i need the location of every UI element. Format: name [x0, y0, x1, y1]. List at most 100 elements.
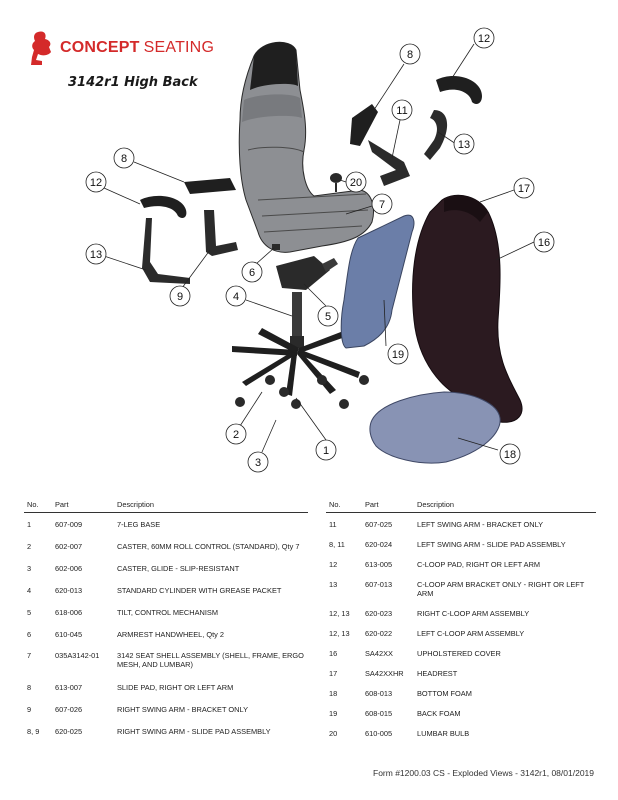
cell-part: 613-007	[55, 683, 83, 693]
cell-description: BOTTOM FOAM	[417, 689, 472, 698]
callout-16: 16	[533, 231, 555, 253]
cell-no: 8, 11	[329, 540, 345, 549]
svg-text:17: 17	[518, 183, 530, 195]
cell-no: 20	[329, 729, 338, 738]
cell-description: RIGHT C-LOOP ARM ASSEMBLY	[417, 609, 530, 618]
cell-no: 1	[27, 520, 32, 529]
cell-no: 8, 9	[27, 727, 40, 737]
document-title: 3142r1 High Back	[68, 75, 198, 90]
cell-part: 607-013	[365, 580, 393, 589]
cell-no: 13	[329, 580, 338, 589]
table-row: 17 SA42XXHR HEADREST	[326, 662, 596, 682]
cell-part: 608-015	[365, 709, 393, 718]
cell-description: HEADREST	[417, 669, 458, 678]
cell-description: CASTER, 60MM ROLL CONTROL (STANDARD), Qt…	[117, 541, 300, 551]
cell-description: BACK FOAM	[417, 709, 461, 718]
cell-description: SLIDE PAD, RIGHT OR LEFT ARM	[117, 683, 234, 693]
callout-12-left: 12	[85, 171, 107, 193]
callout-20: 20	[345, 171, 367, 193]
callout-7: 7	[371, 193, 393, 215]
svg-text:20: 20	[350, 177, 362, 189]
svg-text:7: 7	[379, 199, 385, 211]
callout-labels: 1 2 3 4 5 6 7 8 8 9 11 12 12 13 13 16 17…	[85, 27, 555, 473]
table-row: 13 607-013 C-LOOP ARM BRACKET ONLY - RIGHT…	[326, 573, 596, 602]
cell-no: 17	[329, 669, 338, 678]
cell-part: 608-013	[365, 689, 393, 698]
concept-seating-chair-logo-icon	[31, 31, 51, 66]
callout-12-right: 12	[473, 27, 495, 49]
cell-part: 620-022	[365, 629, 393, 638]
table-row: 20 610-005 LUMBAR BULB	[326, 722, 596, 742]
cell-part: 620-024	[365, 540, 393, 549]
cell-part: 620-025	[55, 727, 83, 737]
table-header-row: No. Part Description	[24, 498, 308, 513]
callout-8-left: 8	[113, 147, 135, 169]
cell-no: 18	[329, 689, 338, 698]
tilt-mechanism-illustration	[272, 244, 338, 290]
table-row: 2 602-007 CASTER, 60MM ROLL CONTROL (STAND…	[24, 535, 308, 557]
callout-18: 18	[499, 443, 521, 465]
form-footer: Form #1200.03 CS - Exploded Views - 3142…	[373, 768, 594, 778]
cell-description: ARMREST HANDWHEEL, Qty 2	[117, 629, 225, 639]
callout-13-left: 13	[85, 243, 107, 265]
cell-no: 3	[27, 563, 32, 573]
cell-part: SA42XXHR	[365, 669, 404, 678]
cell-part: 602-007	[55, 541, 83, 551]
header-no: No.	[24, 498, 52, 513]
svg-text:16: 16	[538, 237, 550, 249]
svg-text:12: 12	[478, 33, 490, 45]
lumbar-bulb-illustration	[330, 173, 342, 192]
callout-3: 3	[247, 451, 269, 473]
header-description: Description	[114, 498, 308, 513]
cell-description: LEFT SWING ARM - BRACKET ONLY	[417, 520, 544, 529]
cell-no: 2	[27, 541, 32, 551]
callout-17: 17	[513, 177, 535, 199]
svg-text:12: 12	[90, 177, 102, 189]
header-part: Part	[362, 498, 414, 513]
svg-text:6: 6	[249, 267, 255, 279]
cell-part: 602-006	[55, 563, 83, 573]
cell-part: 610-005	[365, 729, 393, 738]
cell-no: 12, 13	[329, 609, 350, 618]
bottom-foam-illustration	[369, 391, 501, 464]
cell-description: CASTER, GLIDE - SLIP-RESISTANT	[117, 563, 240, 573]
table-row: 8, 11 620-024 LEFT SWING ARM - SLIDE PAD A…	[326, 533, 596, 553]
svg-text:19: 19	[392, 349, 404, 361]
svg-text:5: 5	[325, 311, 331, 323]
cell-description: C-LOOP ARM BRACKET ONLY - RIGHT OR LEFT …	[417, 580, 585, 598]
cell-part: SA42XX	[365, 649, 393, 658]
svg-text:2: 2	[233, 429, 239, 441]
svg-text:8: 8	[407, 49, 413, 61]
callout-11: 11	[391, 99, 413, 121]
callout-4: 4	[225, 285, 247, 307]
cell-description: LUMBAR BULB	[417, 729, 470, 738]
callout-6: 6	[241, 261, 263, 283]
cell-no: 12	[329, 560, 338, 569]
cell-description: UPHOLSTERED COVER	[417, 649, 501, 658]
table-row: 3 602-006 CASTER, GLIDE - SLIP-RESISTANT	[24, 557, 308, 579]
cell-part: 618-006	[55, 607, 83, 617]
header-description: Description	[414, 498, 596, 513]
cell-description: C-LOOP PAD, RIGHT OR LEFT ARM	[417, 560, 541, 569]
svg-text:18: 18	[504, 449, 516, 461]
svg-text:13: 13	[90, 249, 102, 261]
svg-text:11: 11	[396, 105, 407, 117]
cell-description: LEFT SWING ARM - SLIDE PAD ASSEMBLY	[417, 540, 566, 549]
back-foam-illustration	[340, 214, 415, 349]
cell-part: 607-009	[55, 520, 83, 529]
cell-no: 6	[27, 629, 32, 639]
svg-text:9: 9	[177, 291, 183, 303]
cell-no: 16	[329, 649, 338, 658]
svg-text:8: 8	[121, 153, 127, 165]
cell-part: 620-023	[365, 609, 393, 618]
seat-shell-illustration	[238, 41, 374, 253]
